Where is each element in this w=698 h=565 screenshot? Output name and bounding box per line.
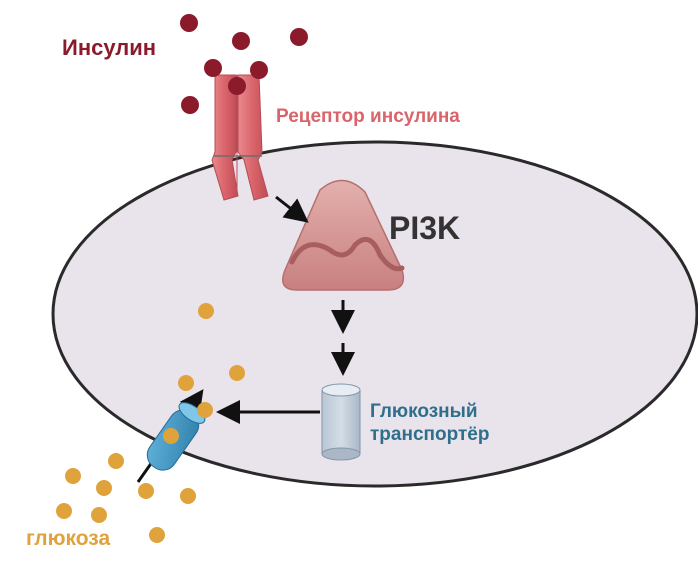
glucose-dot <box>163 428 179 444</box>
insulin-dot <box>250 61 268 79</box>
insulin-label: Инсулин <box>62 35 157 60</box>
insulin-dot <box>228 77 246 95</box>
transporter-label-line1: Глюкозный <box>370 401 478 422</box>
glucose-dot <box>229 365 245 381</box>
pi3k-kinase <box>282 179 405 291</box>
glucose-dot <box>138 483 154 499</box>
glucose-dot <box>178 375 194 391</box>
glucose-dot <box>56 503 72 519</box>
glucose-dot <box>91 507 107 523</box>
transporter-label: Глюкозный транспортёр <box>370 400 550 446</box>
insulin-molecules <box>180 14 308 114</box>
cell-membrane <box>51 140 698 488</box>
transporter-label-line2: транспортёр <box>370 424 490 445</box>
pi3k-label: PI3K <box>389 210 461 246</box>
insulin-dot <box>290 28 308 46</box>
insulin-dot <box>181 96 199 114</box>
glucose-label: глюкоза <box>26 527 111 550</box>
glucose-transporter-vesicle <box>321 383 361 461</box>
arrow-receptor-to-pi3k <box>275 195 309 223</box>
glucose-dot <box>108 453 124 469</box>
insulin-dot <box>232 32 250 50</box>
glucose-dot <box>180 488 196 504</box>
glucose-dot <box>65 468 81 484</box>
insulin-receptor <box>211 74 269 201</box>
glucose-molecules <box>56 303 245 543</box>
glucose-dot <box>96 480 112 496</box>
glucose-dot <box>149 527 165 543</box>
glucose-dot <box>198 303 214 319</box>
glucose-dot <box>197 402 213 418</box>
receptor-label: Рецептор инсулина <box>276 106 460 127</box>
insulin-dot <box>180 14 198 32</box>
insulin-dot <box>204 59 222 77</box>
